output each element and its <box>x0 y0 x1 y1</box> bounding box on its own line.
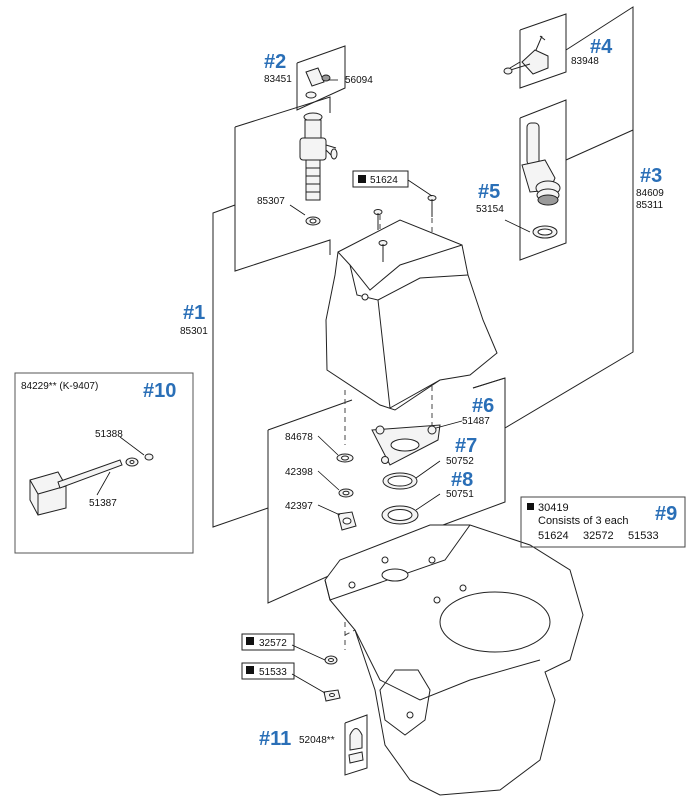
part-label-51387: 51387 <box>89 498 117 509</box>
callout-4: #4 <box>590 36 613 58</box>
kit-item: 51533 <box>628 530 659 542</box>
bracket-lines <box>212 6 634 604</box>
part-label-42397: 42397 <box>285 501 313 512</box>
trip-lever-inset <box>14 372 194 554</box>
callout-5: #5 <box>478 181 500 203</box>
part-label-32572: 32572 <box>259 638 287 649</box>
part-label-56094: 56094 <box>345 75 373 86</box>
part-label-51624: 51624 <box>370 175 398 186</box>
toilet-bowl <box>324 524 584 796</box>
callout-6: #6 <box>472 395 494 417</box>
callout-2: #2 <box>264 51 286 73</box>
part-label-84229: 84229** (K-9407) <box>21 381 98 392</box>
kit-description: Consists of 3 each <box>538 515 629 527</box>
part-label-83948: 83948 <box>571 56 599 67</box>
marker-squares <box>241 170 534 680</box>
part-label-50751: 50751 <box>446 489 474 500</box>
part-label-42398: 42398 <box>285 467 313 478</box>
tank-to-bowl-parts <box>336 424 441 531</box>
callout-8: #8 <box>451 469 473 491</box>
leader-lines <box>96 79 531 694</box>
callout-numbers: #1 #2 #3 #4 #5 #6 #7 #8 #9 #10 #11 <box>143 36 677 750</box>
part-label-85311: 85311 <box>636 200 664 211</box>
part-label-85301: 85301 <box>180 326 208 337</box>
kit-box <box>520 496 686 548</box>
toilet-tank <box>325 219 498 411</box>
callout-9: #9 <box>655 503 677 525</box>
part-label-52048: 52048** <box>299 735 335 746</box>
kit-item: 51624 <box>538 530 569 542</box>
kit-number: 30419 <box>538 502 569 514</box>
callout-11: #11 <box>259 728 291 750</box>
bolt-cap-detail <box>344 714 368 776</box>
part-label-83451: 83451 <box>264 74 292 85</box>
part-label-53154: 53154 <box>476 204 504 215</box>
callout-3: #3 <box>640 165 662 187</box>
part-label-84678: 84678 <box>285 432 313 443</box>
part-number-labels: 83451 56094 85307 85301 83948 84609 8531… <box>21 56 664 746</box>
part-label-51533: 51533 <box>259 667 287 678</box>
kit-item: 32572 <box>583 530 614 542</box>
callout-7: #7 <box>455 435 477 457</box>
part-label-51487: 51487 <box>462 416 490 427</box>
flush-valve <box>521 122 561 239</box>
part-label-84609: 84609 <box>636 188 664 199</box>
callout-1: #1 <box>183 302 205 324</box>
flush-handle-assembly <box>503 35 549 75</box>
bowl-hardware <box>323 655 341 702</box>
kit-text: 30419 Consists of 3 each 51624 32572 515… <box>538 502 659 542</box>
part-label-85307: 85307 <box>257 196 285 207</box>
fill-valve <box>299 67 338 226</box>
tank-bolts <box>373 195 437 262</box>
part-label-51388: 51388 <box>95 429 123 440</box>
callout-10: #10 <box>143 380 176 402</box>
part-label-50752: 50752 <box>446 456 474 467</box>
